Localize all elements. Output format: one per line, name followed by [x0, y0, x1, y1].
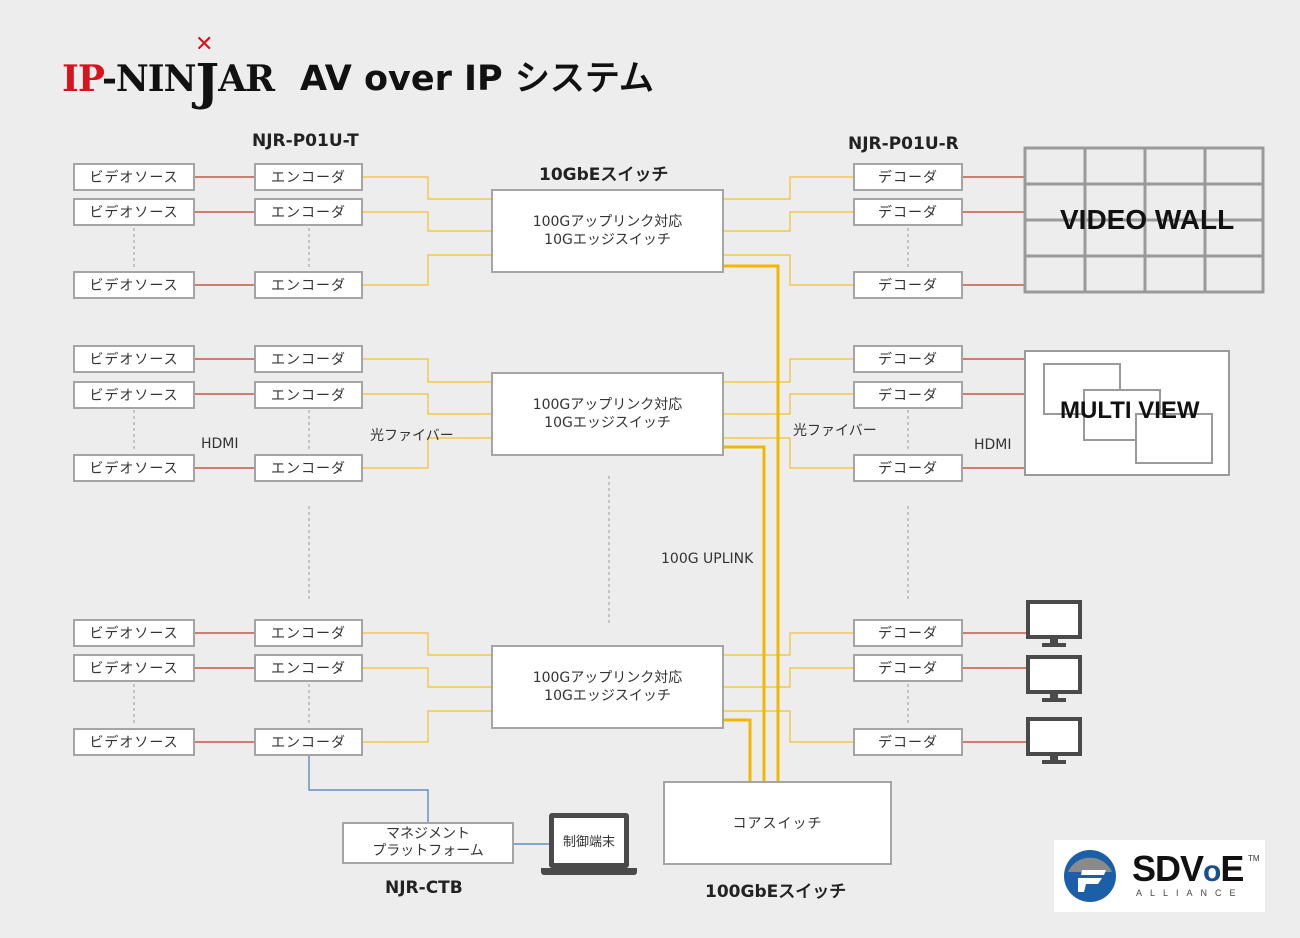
fiber-cable: [724, 393, 853, 415]
core-switch: コアスイッチ: [663, 781, 892, 865]
fiber-cable: [363, 176, 491, 200]
management-line1: マネジメント: [386, 826, 470, 842]
fiber-cable: [363, 393, 491, 415]
encoder: エンコーダ: [254, 454, 363, 482]
encoder: エンコーダ: [254, 381, 363, 409]
fiber-cable: [363, 358, 491, 383]
video-wall-grid: [1023, 146, 1265, 294]
fiber-cable: [363, 710, 491, 743]
encoder: エンコーダ: [254, 345, 363, 373]
decoder: デコーダ: [853, 381, 963, 409]
monitor-icon: [1026, 600, 1082, 647]
sdvoe-alliance-logo: SDVoE TM ALLIANCE: [1054, 840, 1265, 912]
fiber-cable: [363, 437, 491, 469]
fiber-cable: [724, 710, 853, 743]
sdvoe-wordmark: SDVoE: [1132, 848, 1244, 889]
fiber-cable: [363, 667, 491, 688]
monitor-icon: [1026, 717, 1082, 764]
laptop-base: [541, 868, 637, 875]
uplink-label: 100G UPLINK: [661, 551, 754, 567]
encoder-model-label: NJR-P01U-T: [252, 131, 359, 151]
encoder: エンコーダ: [254, 198, 363, 226]
hdmi-label-right: HDMI: [974, 437, 1012, 453]
video-source: ビデオソース: [73, 728, 195, 756]
edge-switch: 100Gアップリンク対応 10Gエッジスイッチ: [491, 372, 724, 456]
encoder: エンコーダ: [254, 728, 363, 756]
video-source: ビデオソース: [73, 654, 195, 682]
laptop-icon: 制御端末: [549, 813, 629, 868]
control-terminal-label: 制御端末: [562, 835, 615, 850]
fiber-cable: [724, 667, 853, 688]
fiber-cable: [363, 632, 491, 656]
uplink-cable: [724, 718, 752, 781]
uplink-cable: [724, 264, 780, 781]
fiber-cable: [724, 632, 853, 656]
encoder: エンコーダ: [254, 271, 363, 299]
management-line2: プラットフォーム: [372, 843, 484, 859]
fiber-cable: [363, 254, 491, 286]
decoder: デコーダ: [853, 454, 963, 482]
uplink-cable: [724, 445, 766, 781]
decoder: デコーダ: [853, 619, 963, 647]
decoder: デコーダ: [853, 163, 963, 191]
decoder: デコーダ: [853, 654, 963, 682]
switch-100gbe-label: 100GbEスイッチ: [705, 882, 847, 902]
video-source: ビデオソース: [73, 454, 195, 482]
fiber-cable: [724, 211, 853, 232]
decoder: デコーダ: [853, 271, 963, 299]
fiber-cable: [724, 437, 853, 469]
edge-switch-line1: 100Gアップリンク対応: [532, 397, 683, 413]
video-source: ビデオソース: [73, 198, 195, 226]
multi-view-title: MULTI VIEW: [1060, 397, 1200, 424]
fiber-label-right: 光ファイバー: [793, 423, 877, 439]
decoder: デコーダ: [853, 198, 963, 226]
fiber-cable: [724, 358, 853, 383]
decoder-model-label: NJR-P01U-R: [848, 134, 959, 154]
video-source: ビデオソース: [73, 381, 195, 409]
edge-switch-line1: 100Gアップリンク対応: [532, 670, 683, 686]
video-source: ビデオソース: [73, 271, 195, 299]
fiber-cable: [724, 176, 853, 200]
edge-switch-line2: 10Gエッジスイッチ: [544, 415, 671, 431]
sdvoe-trademark: TM: [1248, 854, 1260, 863]
video-wall-title: VIDEO WALL: [1060, 204, 1235, 235]
edge-switch-line2: 10Gエッジスイッチ: [544, 688, 671, 704]
page-title: AV over IP システム: [300, 59, 654, 99]
fiber-cable: [724, 254, 853, 286]
edge-switch-line1: 100Gアップリンク対応: [532, 214, 683, 230]
switch-10gbe-label: 10GbEスイッチ: [539, 165, 669, 185]
management-cable: [308, 756, 429, 822]
encoder: エンコーダ: [254, 654, 363, 682]
video-source: ビデオソース: [73, 345, 195, 373]
sdvoe-emblem-icon: [1064, 850, 1116, 902]
edge-switch: 100Gアップリンク対応 10Gエッジスイッチ: [491, 189, 724, 273]
sdvoe-subtitle: ALLIANCE: [1136, 888, 1244, 898]
fiber-cable: [363, 211, 491, 232]
encoder: エンコーダ: [254, 619, 363, 647]
ip-ninjar-logo: IP-NINJAR ✕: [62, 32, 275, 111]
management-platform: マネジメント プラットフォーム: [342, 822, 514, 864]
video-source: ビデオソース: [73, 163, 195, 191]
hdmi-label-left: HDMI: [201, 436, 239, 452]
fiber-label-left: 光ファイバー: [370, 428, 454, 444]
decoder: デコーダ: [853, 345, 963, 373]
video-source: ビデオソース: [73, 619, 195, 647]
ctb-model-label: NJR-CTB: [385, 878, 463, 898]
encoder: エンコーダ: [254, 163, 363, 191]
edge-switch: 100Gアップリンク対応 10Gエッジスイッチ: [491, 645, 724, 729]
decoder: デコーダ: [853, 728, 963, 756]
monitor-icon: [1026, 655, 1082, 702]
multi-view-frame: [1024, 350, 1230, 476]
edge-switch-line2: 10Gエッジスイッチ: [544, 232, 671, 248]
